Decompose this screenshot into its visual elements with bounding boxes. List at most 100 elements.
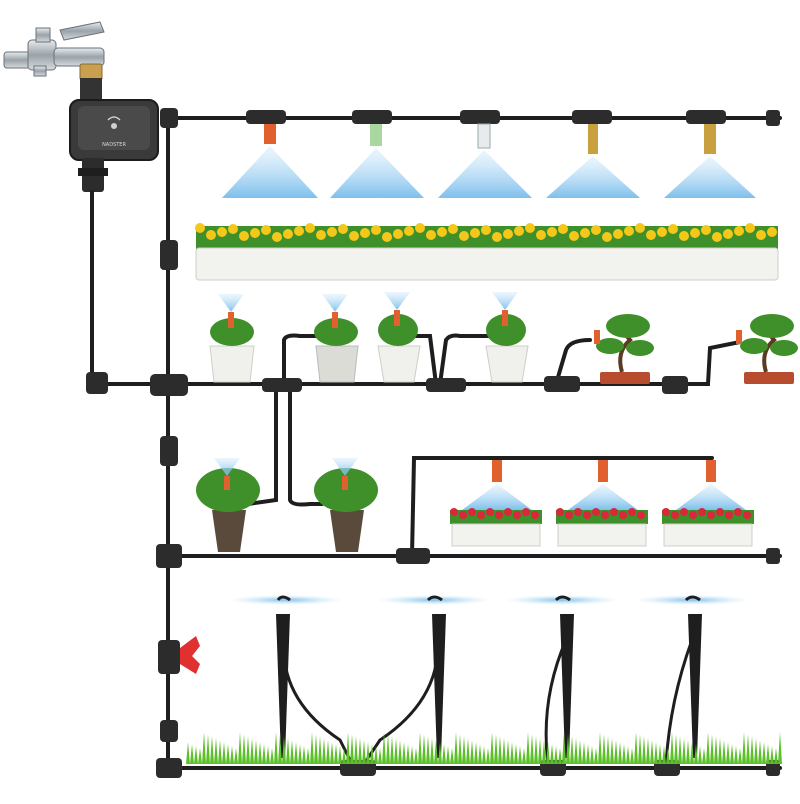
yellow-flower bbox=[492, 232, 502, 242]
stake-1 bbox=[276, 595, 291, 758]
grass-blade bbox=[490, 732, 494, 764]
yellow-flower bbox=[250, 228, 260, 238]
red-flower bbox=[689, 511, 697, 519]
grass-blade bbox=[474, 742, 478, 764]
grass-blade bbox=[494, 734, 498, 764]
yellow-flower bbox=[217, 227, 227, 237]
red-flower bbox=[671, 511, 679, 519]
grass-blade bbox=[274, 732, 278, 764]
yellow-flower bbox=[426, 230, 436, 240]
grass-blade bbox=[642, 736, 646, 764]
yellow-flower bbox=[338, 224, 348, 234]
yellow-flower bbox=[635, 223, 645, 233]
stake-3 bbox=[554, 595, 574, 758]
grass-blade bbox=[742, 732, 746, 764]
yellow-flower bbox=[536, 230, 546, 240]
grass-blade bbox=[338, 746, 342, 764]
grass-blade bbox=[266, 746, 270, 764]
yellow-flower bbox=[525, 223, 535, 233]
yellow-flower bbox=[448, 224, 458, 234]
grass-blade bbox=[510, 742, 514, 764]
grass-blade bbox=[778, 732, 782, 764]
yellow-flower bbox=[767, 227, 777, 237]
pot-1 bbox=[209, 294, 255, 383]
yellow-flower bbox=[558, 224, 568, 234]
grass-blade bbox=[302, 746, 306, 764]
grass-blade bbox=[478, 744, 482, 764]
grass-blade bbox=[374, 746, 378, 764]
timer-brand-label: NADSTER bbox=[102, 142, 126, 148]
yellow-flower bbox=[745, 223, 755, 233]
stake-tubes bbox=[282, 639, 694, 765]
grass-blade bbox=[626, 746, 630, 764]
yellow-flower bbox=[239, 231, 249, 241]
grass-blade bbox=[210, 736, 214, 764]
grass-blade bbox=[398, 740, 402, 764]
grass-blade bbox=[562, 732, 566, 764]
grass-blade bbox=[318, 736, 322, 764]
grass-blade bbox=[186, 742, 190, 764]
yellow-flower bbox=[624, 226, 634, 236]
grass-blade bbox=[454, 732, 458, 764]
ball-valve-icon bbox=[158, 636, 200, 674]
grass-blade bbox=[582, 742, 586, 764]
grass-blade bbox=[554, 746, 558, 764]
grass-blade bbox=[438, 742, 442, 764]
red-flower bbox=[531, 511, 539, 519]
grass-blade bbox=[466, 738, 470, 764]
grass-blade bbox=[470, 740, 474, 764]
grass-blade bbox=[734, 746, 738, 764]
grass-blade bbox=[382, 732, 386, 764]
yellow-flower bbox=[316, 230, 326, 240]
pot-4 bbox=[485, 292, 529, 383]
red-flower bbox=[468, 508, 476, 516]
yellow-flower bbox=[701, 225, 711, 235]
pipe-fittings bbox=[86, 108, 780, 778]
red-flower bbox=[628, 508, 636, 516]
grass-blade bbox=[290, 740, 294, 764]
grass-blade bbox=[450, 748, 454, 764]
grass-blade bbox=[286, 738, 290, 764]
red-flower bbox=[707, 511, 715, 519]
grass-blade bbox=[746, 734, 750, 764]
grass-blade bbox=[462, 736, 466, 764]
grass-blade bbox=[414, 748, 418, 764]
bonsai-1 bbox=[594, 314, 654, 384]
grass-blade bbox=[442, 744, 446, 764]
yellow-flower bbox=[228, 224, 238, 234]
red-flower bbox=[522, 508, 530, 516]
grass-blade bbox=[518, 746, 522, 764]
grass-blade bbox=[722, 740, 726, 764]
red-flower bbox=[504, 508, 512, 516]
red-flower bbox=[734, 508, 742, 516]
grass-blade bbox=[666, 748, 670, 764]
yellow-flower bbox=[503, 229, 513, 239]
grass-blade bbox=[550, 744, 554, 764]
grass-blade bbox=[326, 740, 330, 764]
red-flower bbox=[743, 511, 751, 519]
grass-blade bbox=[410, 746, 414, 764]
red-flower bbox=[583, 511, 591, 519]
yellow-flower bbox=[206, 230, 216, 240]
grass-blade bbox=[430, 738, 434, 764]
grass-blade bbox=[366, 742, 370, 764]
grass-blade bbox=[198, 748, 202, 764]
grass-blade bbox=[194, 746, 198, 764]
yellow-flower bbox=[613, 229, 623, 239]
yellow-flower bbox=[580, 228, 590, 238]
grass-blade bbox=[678, 736, 682, 764]
grass-blade bbox=[682, 738, 686, 764]
grass-blade bbox=[294, 742, 298, 764]
red-flower bbox=[486, 508, 494, 516]
grass-blade bbox=[598, 732, 602, 764]
row3-potted-plants bbox=[196, 458, 754, 552]
grass-blade bbox=[534, 736, 538, 764]
grass-blade bbox=[710, 734, 714, 764]
pot-2 bbox=[314, 294, 359, 383]
red-flower bbox=[725, 511, 733, 519]
grass-blade bbox=[750, 736, 754, 764]
spray-nozzle-4 bbox=[546, 124, 640, 198]
grass-blade bbox=[646, 738, 650, 764]
top-row-sprinklers bbox=[222, 123, 756, 198]
